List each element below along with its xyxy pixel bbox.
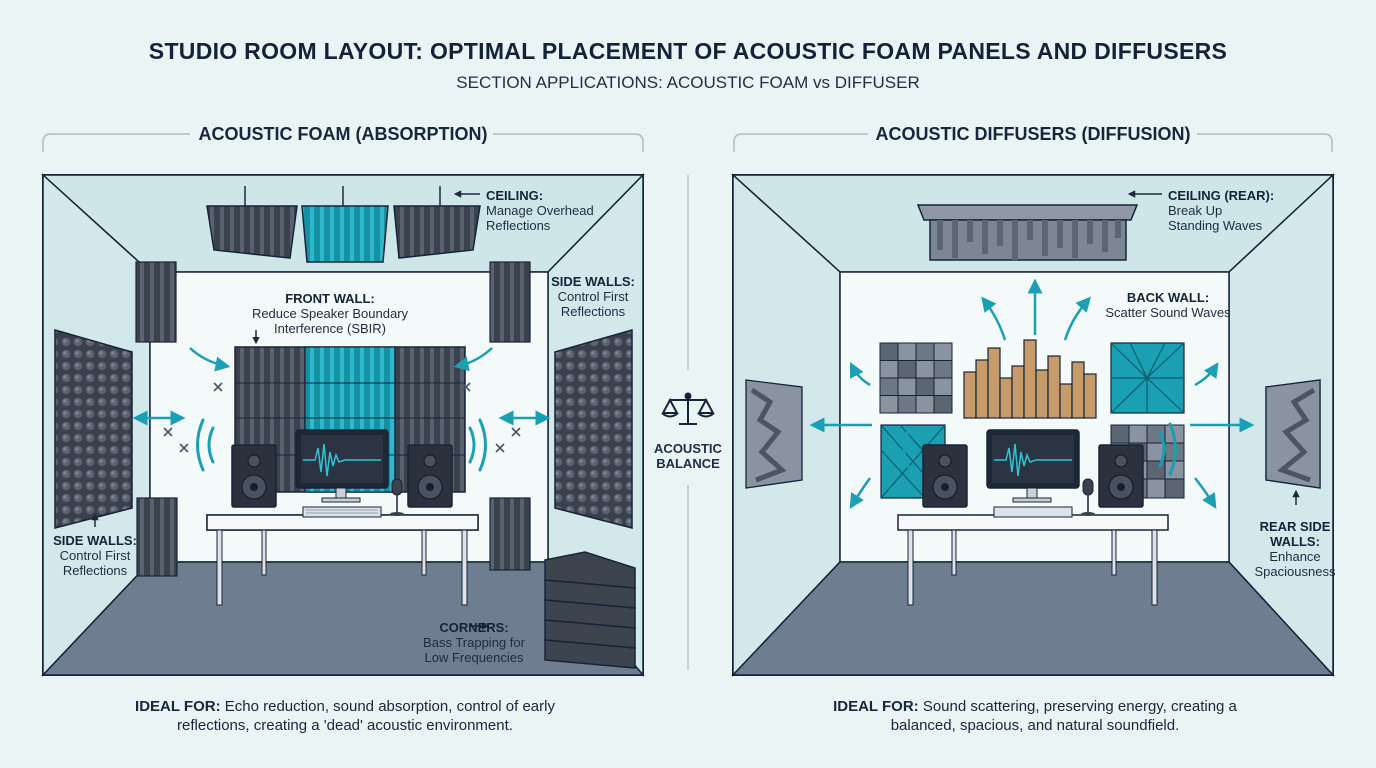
foam-microphone xyxy=(390,478,404,516)
foam-sound-waves xyxy=(196,418,487,472)
diffuser-rear-side-line2: Spaciousness xyxy=(1254,564,1336,579)
page-title: STUDIO ROOM LAYOUT: OPTIMAL PLACEMENT OF… xyxy=(148,38,1228,64)
foam-label-pointers xyxy=(91,190,490,630)
diffuser-right-speaker xyxy=(1098,444,1144,508)
diffuser-left-speaker xyxy=(922,444,968,508)
acoustic-balance-line1: ACOUSTIC xyxy=(654,441,722,456)
diffuser-back-wall-teal-panel xyxy=(1110,342,1185,414)
foam-section-heading: ACOUSTIC FOAM (ABSORPTION) xyxy=(198,124,488,144)
foam-ideal-for: IDEAL FOR: Echo reduction, sound absorpt… xyxy=(80,697,610,735)
diffuser-rear-side-label: REAR SIDE WALLS: Enhance Spaciousness xyxy=(1240,519,1350,579)
diffuser-sound-waves xyxy=(902,422,1177,476)
diffuser-section-heading: ACOUSTIC DIFFUSERS (DIFFUSION) xyxy=(875,124,1191,144)
diffuser-ceiling-label: CEILING (REAR): Break Up Standing Waves xyxy=(1168,188,1274,233)
diffuser-ideal-label: IDEAL FOR: xyxy=(833,698,919,715)
diffuser-section-bracket xyxy=(733,133,1333,152)
diffuser-back-wall-line1: Scatter Sound Waves xyxy=(1105,305,1231,320)
diffuser-scatter-arrows xyxy=(809,278,1255,509)
foam-section-bracket xyxy=(42,133,644,152)
foam-side-walls-right-label: SIDE WALLS: Control First Reflections xyxy=(546,274,640,319)
foam-corners-line1: Bass Trapping for xyxy=(423,635,525,650)
foam-ceiling-line2: Reflections xyxy=(486,218,551,233)
diffuser-microphone xyxy=(1081,478,1095,516)
foam-ceiling-title: CEILING: xyxy=(486,188,544,203)
foam-ideal-text2: reflections, creating a 'dead' acoustic … xyxy=(177,717,513,734)
foam-side-walls-right-title: SIDE WALLS: xyxy=(551,274,635,289)
foam-corners-title: CORNERS: xyxy=(439,620,509,635)
diffuser-right-side-panel xyxy=(1265,379,1321,489)
foam-side-walls-left-line1: Control First xyxy=(59,548,131,563)
foam-front-wall-title: FRONT WALL: xyxy=(285,291,375,306)
page-subtitle: SECTION APPLICATIONS: ACOUSTIC FOAM vs D… xyxy=(456,73,920,92)
diffuser-ceiling-panel xyxy=(916,204,1139,261)
foam-reflection-arrows xyxy=(132,347,551,426)
foam-ceiling-panels xyxy=(206,186,481,263)
foam-left-speaker xyxy=(231,444,277,508)
diffuser-ideal-for: IDEAL FOR: Sound scattering, preserving … xyxy=(770,697,1300,735)
diffuser-rear-side-title1: REAR SIDE xyxy=(1259,519,1331,534)
foam-side-walls-right-line1: Control First xyxy=(557,289,629,304)
foam-monitor-screen xyxy=(295,429,389,518)
foam-right-speaker xyxy=(407,444,453,508)
foam-side-walls-right-line2: Reflections xyxy=(560,304,626,319)
foam-left-wall-panel xyxy=(54,329,133,529)
diffuser-back-wall-wood-panel xyxy=(963,339,1097,419)
diffuser-back-wall-block-panel xyxy=(879,342,953,414)
diffuser-ceiling-line2: Standing Waves xyxy=(1168,218,1263,233)
foam-ceiling-line1: Manage Overhead xyxy=(486,203,594,218)
balance-scale-icon xyxy=(661,392,715,425)
foam-front-wall-line2: Interference (SBIR) xyxy=(274,321,386,336)
foam-corner-upper-right xyxy=(489,261,531,343)
foam-ideal-label: IDEAL FOR: xyxy=(135,698,221,715)
diffuser-back-wall-label: BACK WALL: Scatter Sound Waves xyxy=(1098,290,1238,320)
diffuser-ideal-text1: Sound scattering, preserving energy, cre… xyxy=(918,698,1237,715)
foam-right-wall-panel xyxy=(554,329,633,529)
diffuser-monitor-screen xyxy=(986,429,1080,518)
foam-bass-trap-stack xyxy=(544,551,636,669)
foam-corners-line2: Low Frequencies xyxy=(424,650,524,665)
foam-desk xyxy=(206,514,479,606)
foam-corner-upper-left xyxy=(135,261,177,343)
diffuser-rear-side-line1: Enhance xyxy=(1269,549,1321,564)
diffuser-desk xyxy=(897,514,1169,606)
foam-corner-lower-right xyxy=(489,497,531,571)
foam-front-wall-label: FRONT WALL: Reduce Speaker Boundary Inte… xyxy=(240,291,420,336)
foam-ceiling-label: CEILING: Manage Overhead Reflections xyxy=(486,188,594,233)
diffuser-ceiling-line1: Break Up xyxy=(1168,203,1223,218)
foam-cross-marks xyxy=(163,382,521,453)
diffuser-ideal-text2: balanced, spacious, and natural soundfie… xyxy=(890,717,1180,734)
foam-side-walls-left-label: SIDE WALLS: Control First Reflections xyxy=(47,533,143,578)
diffuser-back-wall-title: BACK WALL: xyxy=(1126,290,1210,305)
diffuser-left-side-panel xyxy=(745,379,803,489)
foam-front-wall-line1: Reduce Speaker Boundary xyxy=(251,306,409,321)
foam-ideal-text1: Echo reduction, sound absorption, contro… xyxy=(220,698,555,715)
foam-side-walls-left-line2: Reflections xyxy=(62,563,128,578)
foam-corners-label: CORNERS: Bass Trapping for Low Frequenci… xyxy=(408,620,540,665)
diffuser-rear-side-title2: WALLS: xyxy=(1270,534,1320,549)
foam-side-walls-left-title: SIDE WALLS: xyxy=(53,533,137,548)
acoustic-balance-label: ACOUSTIC BALANCE xyxy=(648,441,728,471)
foam-corner-lower-left xyxy=(136,497,178,577)
diffuser-ceiling-title: CEILING (REAR): xyxy=(1168,188,1275,203)
diffuser-label-pointers xyxy=(1127,190,1300,505)
acoustic-balance-line2: BALANCE xyxy=(656,456,720,471)
